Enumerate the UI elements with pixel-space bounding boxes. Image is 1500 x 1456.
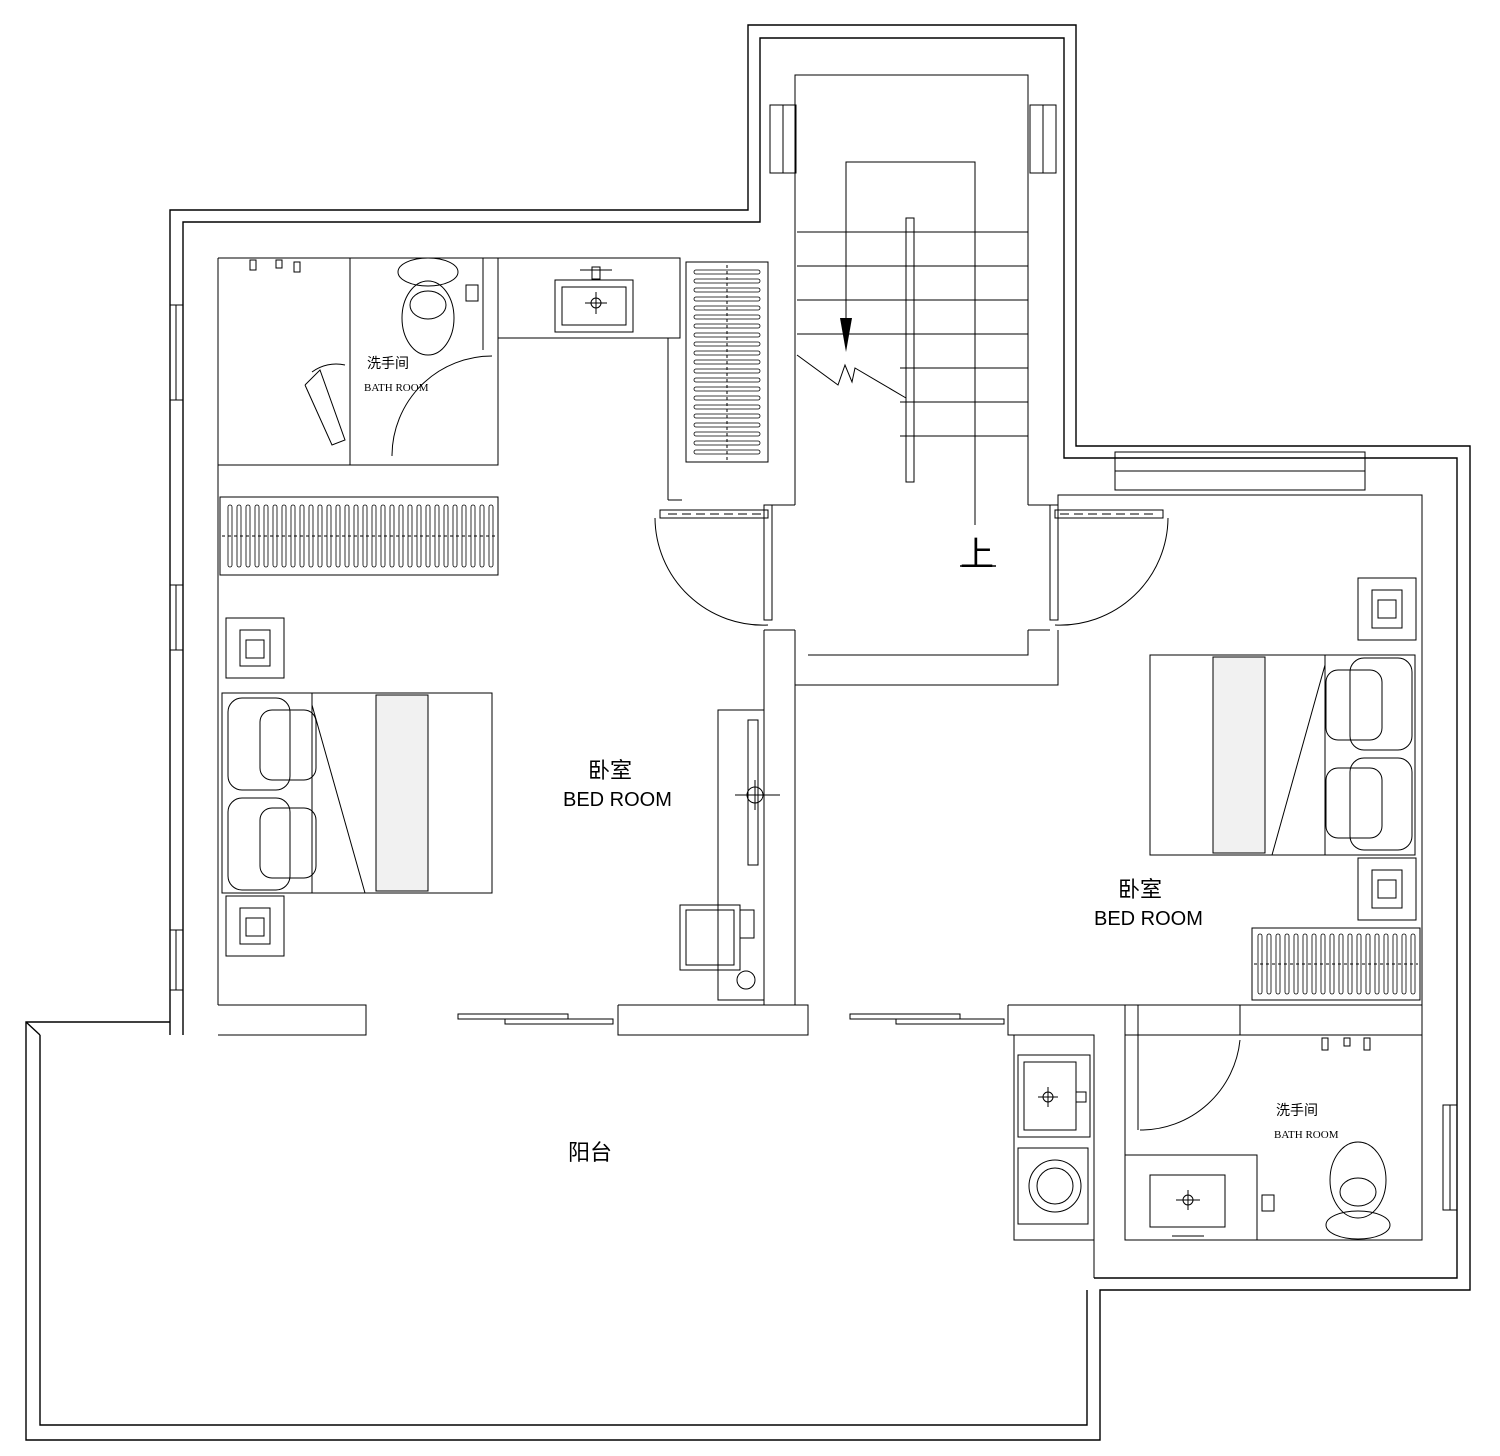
bedroom-left-name-zh: 卧室 [588,759,632,784]
nightstand-right-top [1357,577,1417,641]
washing-machine [1017,1147,1089,1225]
laundry-sink [1017,1054,1091,1138]
toilet-right [1325,1141,1391,1240]
exterior-walls [25,24,1471,1441]
bedroom-left-name-en: BED ROOM [563,789,672,811]
bath-right-name-zh: 洗手间 [1276,1103,1318,1119]
vanity-sink-right [1124,1154,1275,1241]
vanity-sink-left [554,266,634,333]
toilet-left [397,257,459,356]
bedroom-right-door[interactable] [1028,504,1169,631]
balcony-sliding-doors[interactable] [457,1013,1005,1025]
bath-right-name-en: BATH ROOM [1274,1129,1339,1141]
bath-right-door[interactable] [1137,1035,1241,1131]
wardrobe-right-bedroom [1251,927,1421,1001]
nightstand-left-top [225,617,285,679]
wardrobe-left-bedroom [219,496,499,576]
nightstand-right-bottom [1357,857,1417,921]
nightstand-left-bottom [225,895,285,957]
bath-left-name-zh: 洗手间 [367,356,409,372]
bedroom-right-name-zh: 卧室 [1118,878,1162,903]
shower-taps-left [249,259,479,302]
shower-taps-right [1321,1037,1371,1051]
bath-left-door[interactable] [304,355,493,456]
desk-chair-left [679,904,756,990]
bedroom-right-name-en: BED ROOM [1094,908,1203,930]
bedroom-left-door[interactable] [654,504,795,631]
bed-right [1149,654,1416,856]
stair-up-label: 上 [960,535,994,575]
balcony-name-zh: 阳台 [568,1141,612,1166]
staircase [796,161,1028,525]
windows [169,104,1458,1211]
bed-left [221,692,493,894]
wardrobe-left-top [685,261,769,463]
bath-left-name-en: BATH ROOM [364,382,429,394]
tv-cabinet-left [717,709,780,1001]
